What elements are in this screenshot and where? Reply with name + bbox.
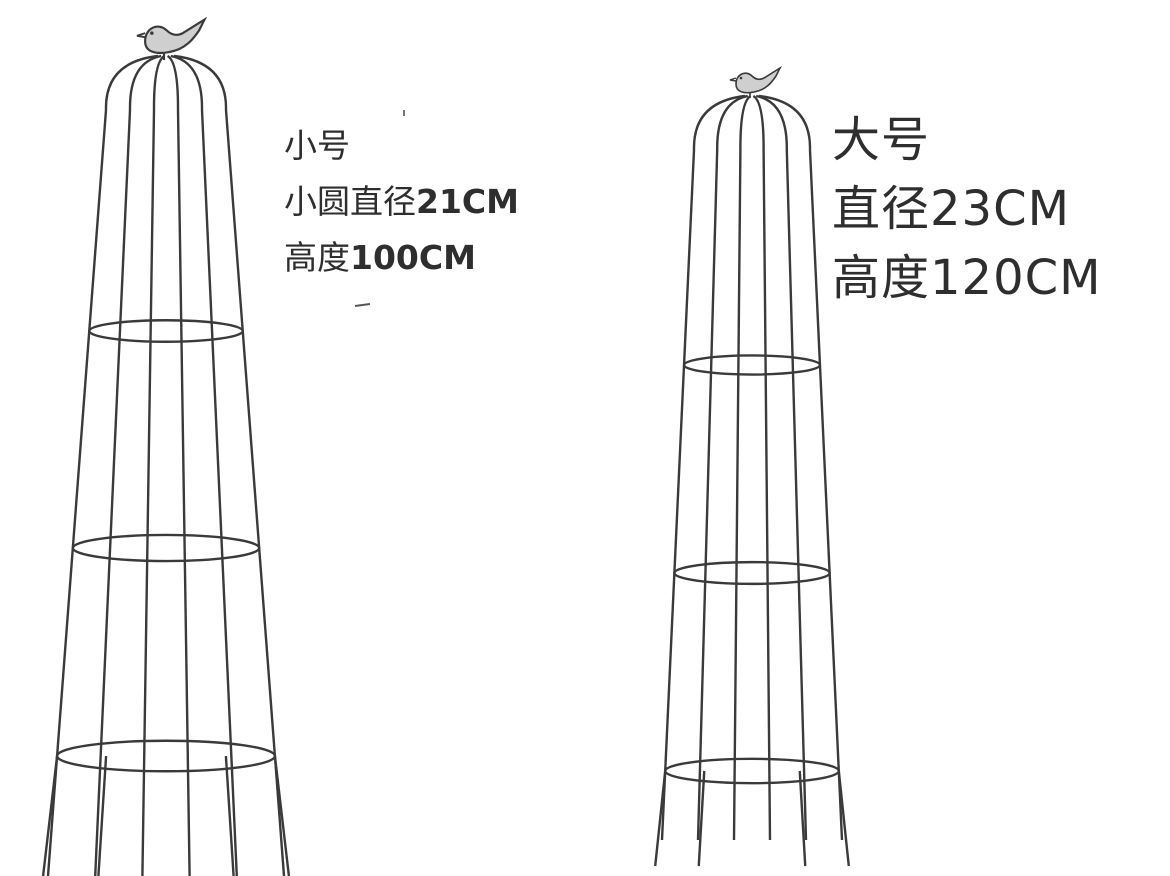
large-diameter-prefix: 直径 <box>832 181 931 237</box>
vertical-wire <box>94 54 162 876</box>
small-height-value: 100CM <box>350 238 476 277</box>
small-height-prefix: 高度 <box>284 238 350 277</box>
vertical-wire <box>170 54 238 876</box>
small-diameter-line: 小圆直径21CM <box>284 174 519 230</box>
support-ring <box>88 319 244 343</box>
vertical-wire <box>166 54 191 876</box>
small-obelisk-specs: 小号 小圆直径21CM 高度100CM <box>284 118 519 286</box>
bird-icon <box>729 65 782 98</box>
ground-stake <box>654 770 667 867</box>
ground-stake <box>224 755 235 876</box>
vertical-wire <box>752 94 772 841</box>
ground-stake <box>697 770 706 867</box>
small-height-line: 高度100CM <box>284 230 519 286</box>
ground-stake <box>41 755 59 876</box>
vertical-wire <box>696 94 749 841</box>
large-obelisk-specs: 大号 直径23CM 高度120CM <box>832 106 1102 313</box>
ground-stake <box>273 755 291 876</box>
support-ring <box>682 354 822 376</box>
vertical-wire <box>660 94 746 841</box>
large-diameter-value: 23CM <box>930 181 1071 237</box>
support-ring <box>55 739 277 773</box>
vertical-wire <box>732 94 752 841</box>
large-height-line: 高度120CM <box>832 244 1102 313</box>
ground-stake <box>798 770 807 867</box>
vertical-wire <box>46 54 159 876</box>
vertical-wire <box>141 54 166 876</box>
vertical-wire <box>173 54 286 876</box>
support-ring <box>664 757 841 785</box>
large-height-prefix: 高度 <box>832 250 931 306</box>
small-size-label: 小号 <box>284 126 350 165</box>
large-height-value: 120CM <box>930 250 1102 306</box>
scan-speck <box>354 303 371 307</box>
vertical-wire <box>758 94 844 841</box>
bird-icon <box>136 16 208 61</box>
large-diameter-line: 直径23CM <box>832 175 1102 244</box>
large-obelisk-drawing <box>654 65 850 867</box>
vertical-wire <box>755 94 808 841</box>
support-ring <box>71 533 261 563</box>
support-ring <box>673 560 831 586</box>
small-diameter-prefix: 小圆直径 <box>284 182 416 221</box>
small-obelisk-drawing <box>41 16 291 876</box>
ground-stake <box>97 755 108 876</box>
large-size-label: 大号 <box>832 112 931 168</box>
small-diameter-value: 21CM <box>416 182 519 221</box>
ground-stake <box>837 770 850 867</box>
